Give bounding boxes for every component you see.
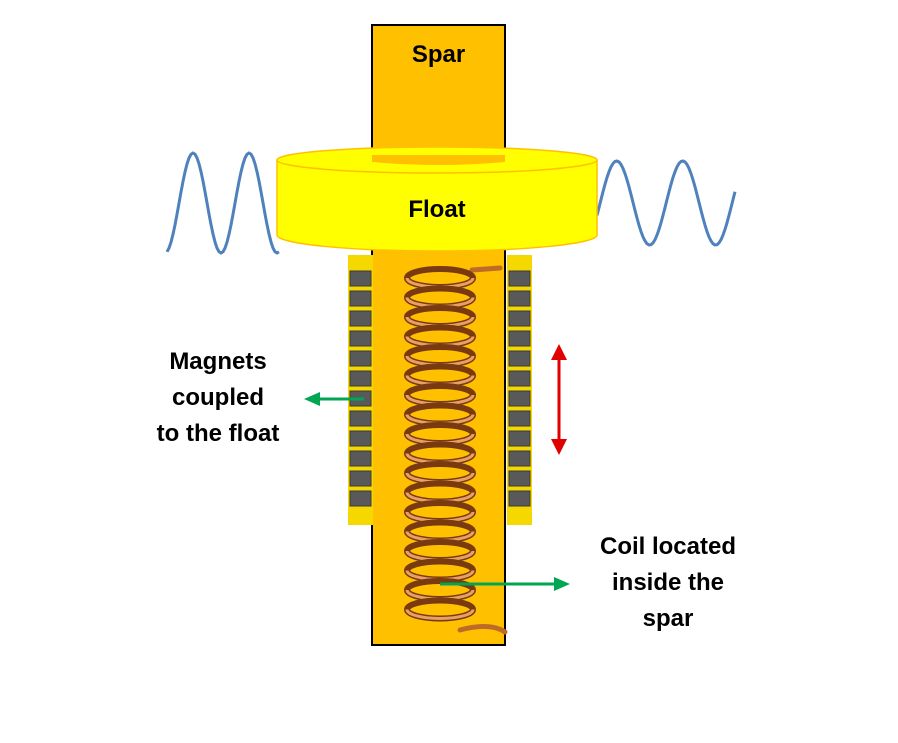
magnet-block (349, 410, 372, 427)
magnet-block (508, 450, 531, 467)
wave-left (165, 151, 280, 255)
magnet-block (349, 490, 372, 507)
magnet-block (349, 470, 372, 487)
spar-label: Spar (411, 41, 466, 68)
magnet-sleeve-right (507, 255, 532, 525)
magnet-block (349, 270, 372, 287)
magnet-sleeve-left (348, 255, 373, 525)
magnet-block (508, 470, 531, 487)
magnet-block (349, 370, 372, 387)
magnet-block (508, 310, 531, 327)
coil-pointer-arrow-icon (440, 577, 570, 591)
magnet-block (508, 490, 531, 507)
magnet-block (508, 370, 531, 387)
wave-right (595, 159, 737, 247)
magnet-block (349, 290, 372, 307)
coil-label: Coil located inside the spar (578, 529, 758, 637)
coil-lead-top (469, 265, 503, 273)
magnet-block (508, 430, 531, 447)
magnets-pointer-arrow-icon (304, 392, 364, 406)
coil-lead-bottom (457, 624, 508, 635)
magnets-label-line-2: coupled (171, 384, 264, 411)
magnet-block (349, 330, 372, 347)
double-headed-vertical-arrow-icon (551, 344, 567, 455)
magnets-label-line-3: to the float (156, 420, 280, 447)
coil-label-line-3: spar (642, 605, 694, 632)
magnet-block (508, 290, 531, 307)
coil (404, 265, 508, 635)
coil-label-line-2: inside the (611, 569, 725, 596)
magnet-block (508, 330, 531, 347)
magnets-label-line-1: Magnets (169, 348, 267, 375)
magnets-label: Magnets coupled to the float (128, 344, 308, 452)
float-body (276, 159, 598, 252)
float-label: Float (408, 196, 466, 223)
magnet-block (349, 310, 372, 327)
spar (371, 24, 506, 646)
magnet-block (508, 270, 531, 287)
magnet-block (508, 410, 531, 427)
magnet-block (508, 350, 531, 367)
float (276, 146, 598, 252)
spar-through-float (372, 155, 505, 165)
magnet-block (349, 350, 372, 367)
magnet-block (349, 450, 372, 467)
magnet-block (508, 390, 531, 407)
coil-label-line-1: Coil located (599, 533, 737, 560)
magnet-block (349, 430, 372, 447)
coil-turn-highlight (405, 609, 475, 620)
